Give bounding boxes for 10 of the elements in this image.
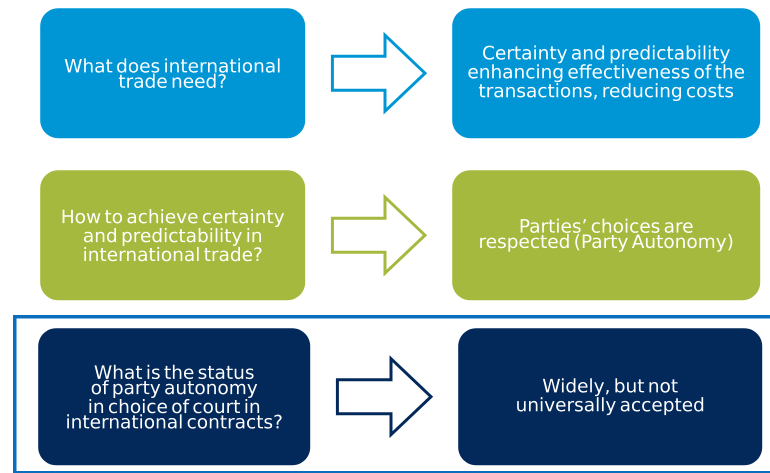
block-arrow [330, 32, 428, 115]
block-arrow [330, 194, 428, 277]
frame [13, 315, 770, 473]
text-box: How to achieve certainty and predictability in international trade? [40, 170, 306, 300]
text-box: What does international trade need? [40, 8, 306, 138]
text-box: Certainty and predictability enhancing effectiveness of the transactions, reducing costs [452, 8, 760, 138]
text-box: Parties’ choices are respected (Party Autonomy) [452, 170, 760, 300]
text-box: What is the status of party autonomy in choice of court in international contracts? [38, 328, 310, 466]
block-arrow [336, 355, 434, 438]
text-box: Widely, but not universally accepted [458, 328, 762, 466]
